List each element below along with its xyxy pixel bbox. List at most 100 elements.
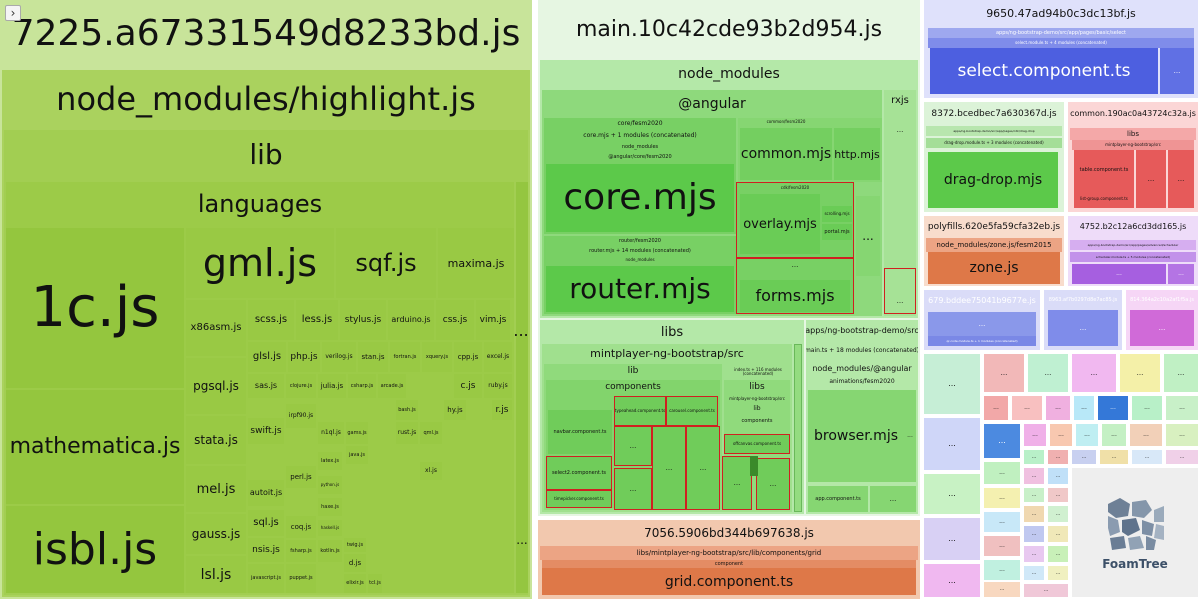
small-chunk-24[interactable]: ... bbox=[1072, 450, 1096, 464]
small-chunk-38[interactable]: ... bbox=[1048, 506, 1068, 522]
file-gml[interactable]: gml.js bbox=[186, 228, 334, 298]
file-vim[interactable]: vim.js bbox=[476, 300, 510, 340]
file-python[interactable]: python.js bbox=[318, 476, 342, 494]
browser-side-more[interactable]: ... bbox=[904, 390, 916, 482]
component-more-4[interactable]: ... bbox=[614, 468, 652, 510]
small-chunk-33[interactable]: ... bbox=[1024, 488, 1044, 502]
c814-inner[interactable]: ... bbox=[1130, 310, 1194, 346]
small-chunk-3[interactable]: ... bbox=[1028, 354, 1068, 392]
highlight-side-strip[interactable] bbox=[516, 182, 528, 593]
file-xl[interactable]: xl.js bbox=[420, 462, 442, 480]
file-browser-mjs[interactable]: browser.mjs bbox=[808, 390, 904, 482]
file-elixir[interactable]: elixir.js bbox=[344, 574, 366, 593]
file-select-component[interactable]: select.component.ts bbox=[930, 48, 1158, 94]
small-chunk-18[interactable]: ... bbox=[1076, 424, 1098, 446]
small-chunk-26[interactable]: ... bbox=[1132, 450, 1162, 464]
file-csharp[interactable]: csharp.js bbox=[348, 374, 376, 398]
file-grid-component[interactable]: grid.component.ts bbox=[542, 568, 916, 595]
more-ellipsis[interactable]: ... bbox=[516, 533, 528, 547]
file-fortran[interactable]: fortran.js bbox=[390, 342, 420, 372]
small-chunk-31[interactable]: ... bbox=[1048, 468, 1068, 484]
file-scrolling-mjs[interactable]: scrolling.mjs bbox=[822, 206, 852, 222]
file-arduino[interactable]: arduino.js bbox=[388, 300, 434, 340]
small-chunk-34[interactable]: ... bbox=[1048, 488, 1068, 502]
file-glsl[interactable]: glsl.js bbox=[248, 342, 286, 372]
file-clojure[interactable]: clojure.js bbox=[286, 374, 316, 398]
file-pgsql[interactable]: pgsql.js bbox=[186, 358, 246, 414]
small-chunk-27[interactable]: ... bbox=[1166, 450, 1198, 464]
small-chunk-5[interactable]: ... bbox=[1120, 354, 1160, 392]
file-mathematica[interactable]: mathematica.js bbox=[6, 390, 184, 504]
c4752-component[interactable]: ... bbox=[1072, 264, 1166, 284]
c8963-inner[interactable]: ... bbox=[1048, 310, 1118, 346]
component-more-3[interactable]: ... bbox=[686, 426, 720, 510]
small-chunk-14[interactable]: ... bbox=[924, 418, 980, 470]
file-less[interactable]: less.js bbox=[296, 300, 338, 340]
small-chunk-29[interactable]: ... bbox=[984, 462, 1020, 484]
file-swift[interactable]: swift.js bbox=[248, 418, 284, 444]
file-timepicker-component[interactable]: timepicker.component.ts bbox=[546, 490, 612, 508]
file-fsharp[interactable]: fsharp.js bbox=[286, 540, 316, 562]
component-more-1[interactable]: ... bbox=[614, 426, 652, 466]
small-chunk-20[interactable]: ... bbox=[1130, 424, 1162, 446]
file-latex[interactable]: latex.js bbox=[318, 452, 342, 470]
file-julia[interactable]: julia.js bbox=[318, 374, 346, 398]
small-chunk-43[interactable]: ... bbox=[984, 560, 1020, 580]
c4752-more[interactable]: ... bbox=[1168, 264, 1194, 284]
file-autoit[interactable]: autoit.js bbox=[248, 480, 284, 506]
app-more-1[interactable]: ... bbox=[870, 486, 916, 512]
file-puppet[interactable]: puppet.js bbox=[286, 564, 316, 593]
file-javascript[interactable]: javascript.js bbox=[248, 564, 284, 593]
small-chunk-40[interactable]: ... bbox=[1024, 526, 1044, 542]
file-1c[interactable]: 1c.js bbox=[6, 228, 184, 388]
file-c[interactable]: c.js bbox=[454, 374, 482, 398]
file-gams[interactable]: gams.js bbox=[346, 422, 368, 444]
file-stylus[interactable]: stylus.js bbox=[340, 300, 386, 340]
small-chunk-35[interactable]: ... bbox=[924, 518, 980, 560]
file-nsis[interactable]: nsis.js bbox=[248, 538, 284, 562]
small-chunk-22[interactable]: ... bbox=[1024, 450, 1044, 464]
file-ruby[interactable]: ruby.js bbox=[484, 374, 512, 398]
file-sas[interactable]: sas.js bbox=[248, 374, 284, 398]
small-chunk-37[interactable]: ... bbox=[1024, 506, 1044, 522]
small-chunk-25[interactable]: ... bbox=[1100, 450, 1128, 464]
file-scss[interactable]: scss.js bbox=[248, 300, 294, 340]
file-twig[interactable]: twig.js bbox=[344, 538, 366, 552]
file-haxe[interactable]: haxe.js bbox=[318, 498, 342, 516]
file-list-group-component[interactable]: list-group.component.ts bbox=[1074, 190, 1134, 208]
small-chunk-44[interactable]: ... bbox=[1024, 546, 1044, 562]
file-lsl[interactable]: lsl.js bbox=[186, 556, 246, 593]
file-x86asm[interactable]: x86asm.js bbox=[186, 300, 246, 356]
file-sqf[interactable]: sqf.js bbox=[336, 228, 436, 298]
small-chunk-32[interactable]: ... bbox=[984, 488, 1020, 508]
file-haskell[interactable]: haskell.js bbox=[318, 520, 342, 536]
file-qml[interactable]: qml.js bbox=[420, 422, 442, 444]
file-zone-js[interactable]: zone.js bbox=[928, 252, 1060, 284]
small-chunk-36[interactable]: ... bbox=[984, 512, 1020, 532]
small-chunk-9[interactable]: ... bbox=[1046, 396, 1070, 420]
small-chunk-39[interactable]: ... bbox=[984, 536, 1020, 556]
angular-more[interactable]: ... bbox=[856, 196, 880, 276]
small-chunk-47[interactable]: ... bbox=[1024, 566, 1044, 580]
small-chunk-48[interactable]: ... bbox=[1048, 566, 1068, 580]
file-typeahead-component[interactable]: typeahead.component.ts bbox=[614, 396, 666, 426]
file-css[interactable]: css.js bbox=[436, 300, 474, 340]
file-stata[interactable]: stata.js bbox=[186, 416, 246, 464]
file-core-mjs[interactable]: core.mjs bbox=[546, 164, 734, 232]
file-java[interactable]: java.js bbox=[346, 446, 368, 464]
select-more[interactable]: ... bbox=[1160, 48, 1194, 94]
small-chunk-19[interactable]: ... bbox=[1102, 424, 1126, 446]
small-chunk-15[interactable]: ... bbox=[984, 424, 1020, 458]
common-more-1[interactable]: ... bbox=[1136, 150, 1166, 208]
file-arcade[interactable]: arcade.js bbox=[378, 374, 406, 398]
small-chunk-45[interactable]: ... bbox=[1048, 546, 1068, 562]
small-chunk-13[interactable]: ... bbox=[1166, 396, 1198, 420]
file-offcanvas-component[interactable]: offcanvas.component.ts bbox=[724, 434, 790, 454]
file-rust[interactable]: rust.js bbox=[396, 422, 418, 444]
file-bash[interactable]: bash.js bbox=[396, 400, 418, 420]
inner-dark-block[interactable] bbox=[750, 456, 758, 476]
inner-more-2[interactable]: ... bbox=[756, 458, 790, 510]
rxjs-more[interactable]: ... bbox=[886, 112, 914, 148]
sidebar-toggle-button[interactable]: › bbox=[5, 5, 21, 21]
small-chunk-42[interactable]: ... bbox=[924, 564, 980, 597]
